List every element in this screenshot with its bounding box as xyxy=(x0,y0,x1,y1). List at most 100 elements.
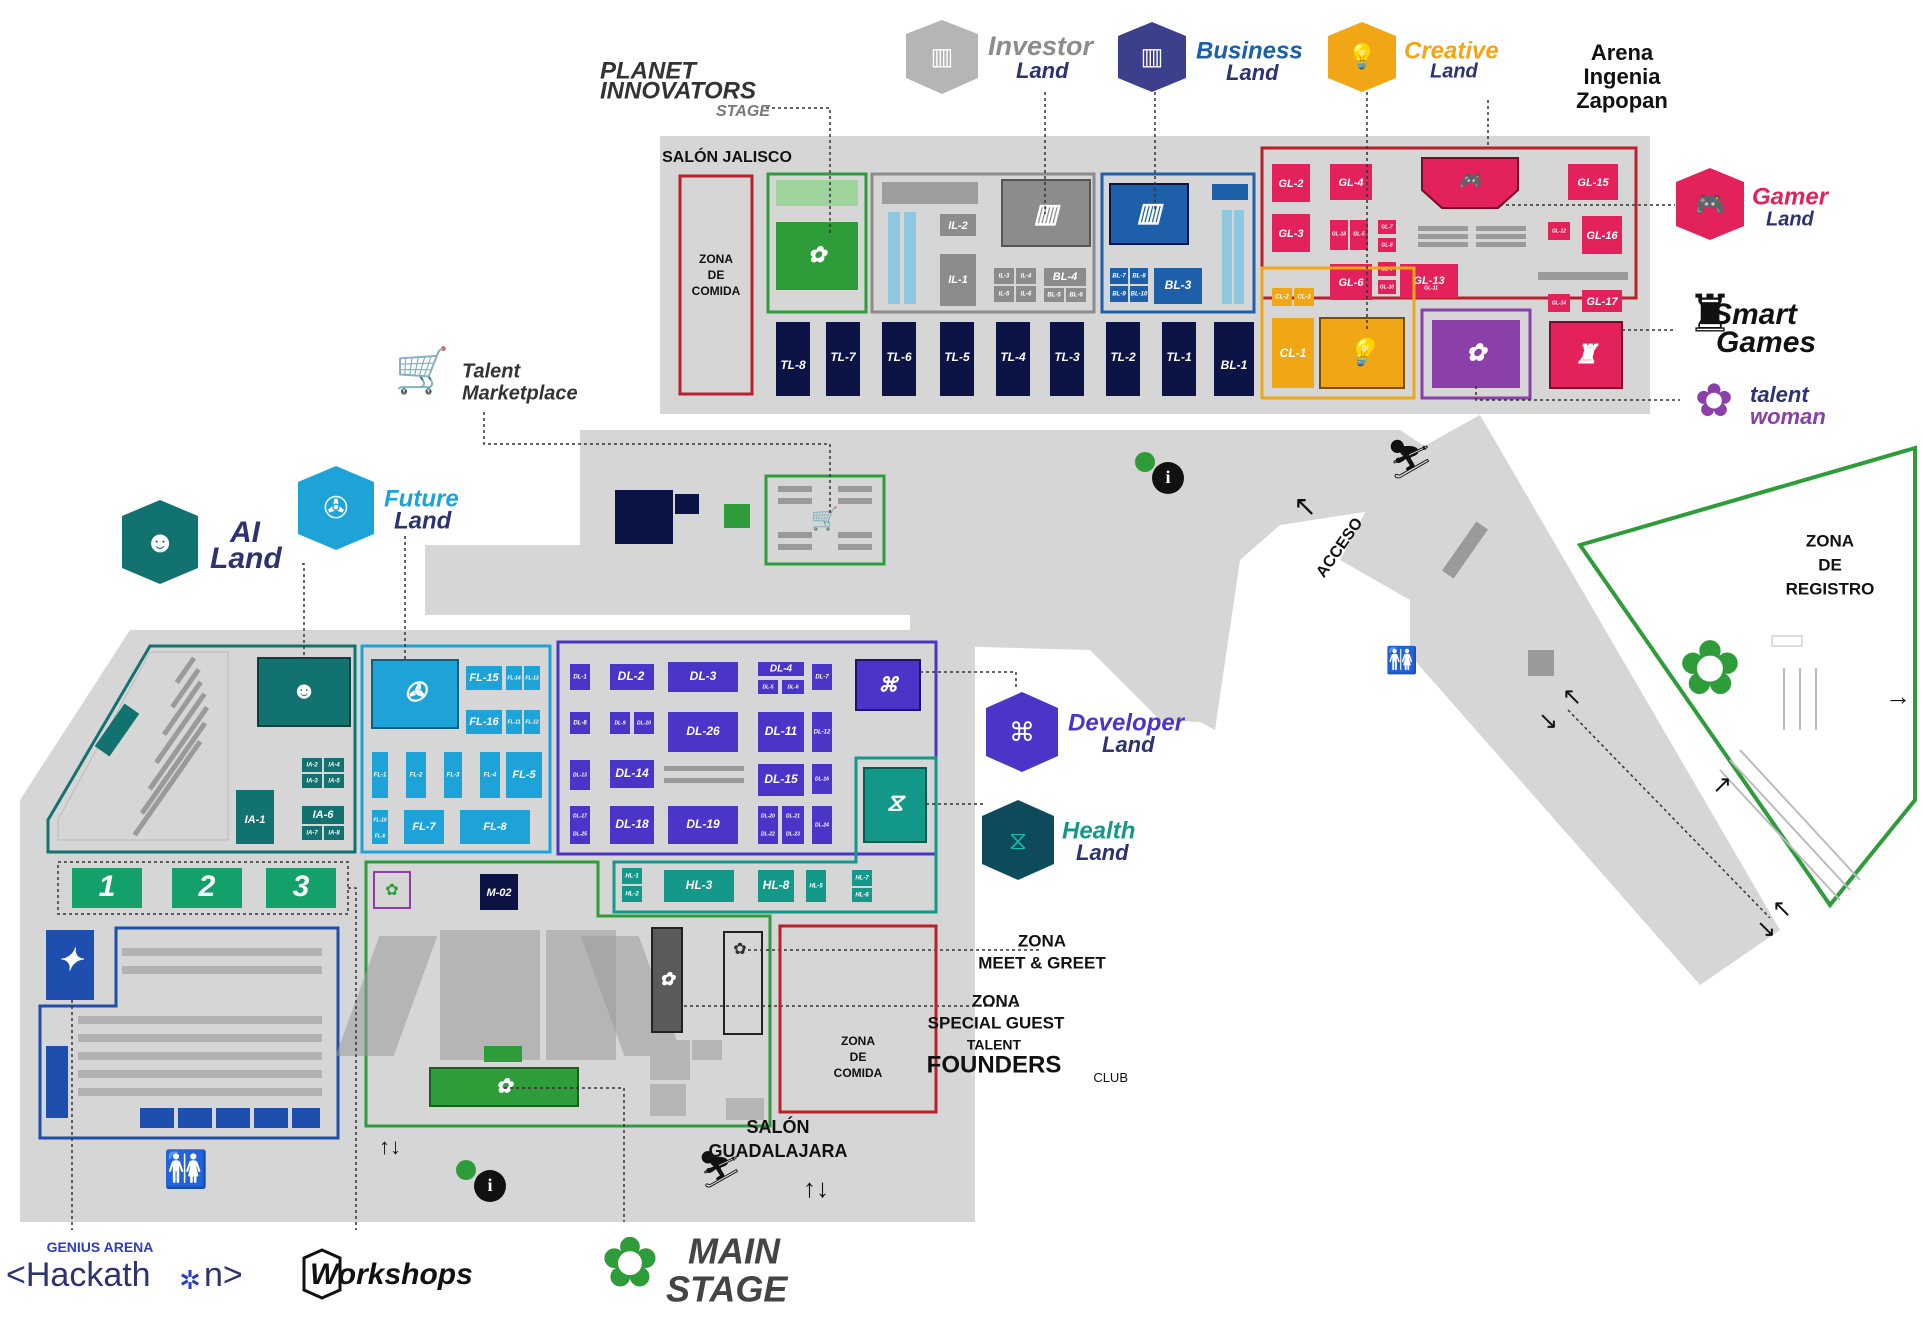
stand-fl-8[interactable]: FL-8 xyxy=(483,821,507,833)
stand-ia-1[interactable]: IA-1 xyxy=(245,814,266,826)
workshops-logo[interactable]: Workshops xyxy=(302,1248,473,1300)
ai-label[interactable]: AI xyxy=(229,516,261,549)
investor-label[interactable]: Investor xyxy=(988,31,1095,61)
stand-tl-6[interactable]: TL-6 xyxy=(886,350,912,364)
future-land-area[interactable] xyxy=(360,644,552,854)
ai-land-area[interactable] xyxy=(46,644,357,854)
stand-fl-15[interactable]: FL-15 xyxy=(469,672,499,684)
stand-tl-4[interactable]: TL-4 xyxy=(1000,350,1026,364)
svg-text:Workshops: Workshops xyxy=(310,1258,473,1291)
stand-gl-15[interactable]: GL-15 xyxy=(1577,177,1609,189)
hackathon-area[interactable] xyxy=(38,926,340,1140)
ai-stand[interactable] xyxy=(257,657,351,727)
workshop-room-1[interactable]: 1 xyxy=(99,870,116,903)
stand-dl-15[interactable]: DL-15 xyxy=(764,772,798,786)
info-icon[interactable] xyxy=(1152,462,1184,494)
stand-dl-19[interactable]: DL-19 xyxy=(686,817,720,831)
stand-gl-17[interactable]: GL-17 xyxy=(1586,296,1618,308)
meet-greet-label[interactable]: ZONA xyxy=(1018,931,1066,950)
svg-text:FL-2: FL-2 xyxy=(410,773,423,779)
talent-marketplace-label[interactable]: Talent xyxy=(462,360,521,382)
arena-stand[interactable] xyxy=(1421,157,1519,209)
stand-ia-6[interactable]: IA-6 xyxy=(313,809,335,821)
stand-il-1[interactable]: IL-1 xyxy=(948,274,968,286)
stand-dl-3[interactable]: DL-3 xyxy=(690,669,717,683)
main-stage-logo[interactable]: ✿ MAIN STAGE xyxy=(601,1223,789,1309)
stand-fl-7[interactable]: FL-7 xyxy=(412,821,436,833)
stand-il-2[interactable]: IL-2 xyxy=(948,220,968,232)
stand-tl-7[interactable]: TL-7 xyxy=(830,350,857,364)
main-stage-seats xyxy=(335,930,683,1060)
creative-stand[interactable] xyxy=(1319,317,1405,389)
developer-stand[interactable] xyxy=(855,659,921,711)
talent-woman-label[interactable]: talent xyxy=(1750,382,1810,407)
planet-stage-platform xyxy=(776,222,858,290)
stand-gl-6[interactable]: GL-6 xyxy=(1338,277,1364,289)
svg-text:GL-5: GL-5 xyxy=(1353,231,1365,237)
stand-bl-3[interactable]: BL-3 xyxy=(1165,278,1192,292)
lightbulb-icon: 💡 xyxy=(1346,337,1378,367)
talent-founders-logo[interactable]: TALENT FOUNDERS CLUB xyxy=(927,1037,1128,1085)
workshops-area[interactable] xyxy=(57,861,349,915)
tl-stands xyxy=(776,322,1254,396)
stand-fl-16[interactable]: FL-16 xyxy=(469,716,499,728)
stand-tl-1[interactable]: TL-1 xyxy=(1166,350,1192,364)
business-label[interactable]: Business xyxy=(1196,37,1303,64)
stand-dl-18[interactable]: DL-18 xyxy=(615,817,649,831)
stand-tl-8[interactable]: TL-8 xyxy=(780,358,806,372)
workshop-room-2[interactable]: 2 xyxy=(198,870,216,903)
special-guest-label[interactable]: ZONA xyxy=(972,991,1020,1010)
stand-fl-5[interactable]: FL-5 xyxy=(512,769,536,781)
business-land-area[interactable] xyxy=(1100,172,1256,314)
stand-dl-4[interactable]: DL-4 xyxy=(770,664,793,675)
future-stand[interactable] xyxy=(371,659,459,729)
meet-greet-zone[interactable] xyxy=(723,931,763,1035)
special-guest-zone[interactable] xyxy=(651,927,683,1033)
stand-hl-8[interactable]: HL-8 xyxy=(763,878,790,892)
stand-cl-1[interactable]: CL-1 xyxy=(1280,346,1307,360)
smart-games-label[interactable]: Smart xyxy=(1712,298,1799,331)
svg-text:GL-14: GL-14 xyxy=(1552,300,1566,306)
stand-tl-2[interactable]: TL-2 xyxy=(1110,350,1136,364)
stand-gl-4[interactable]: GL-4 xyxy=(1338,177,1363,189)
stand-dl-26[interactable]: DL-26 xyxy=(686,724,720,738)
stand-gl-2[interactable]: GL-2 xyxy=(1278,178,1303,190)
creative-land-area[interactable] xyxy=(1260,266,1416,400)
gamer-label[interactable]: Gamer xyxy=(1752,183,1830,210)
stand-tl-3[interactable]: TL-3 xyxy=(1054,350,1080,364)
workshop-room-3[interactable]: 3 xyxy=(293,870,310,903)
health-stand[interactable] xyxy=(863,767,927,843)
investor-land-area[interactable] xyxy=(870,172,1096,314)
smart-games-stand[interactable] xyxy=(1549,321,1623,389)
access-bar xyxy=(1442,521,1488,579)
stand-bl-1[interactable]: BL-1 xyxy=(1221,358,1248,372)
callout-lines xyxy=(71,92,1680,1230)
developer-label[interactable]: Developer xyxy=(1068,709,1186,736)
future-label[interactable]: Future xyxy=(384,485,459,512)
health-label[interactable]: Health xyxy=(1062,817,1135,844)
stand-gl-13[interactable]: GL-13 xyxy=(1413,275,1444,287)
stand-bl-4[interactable]: BL-4 xyxy=(1053,271,1077,283)
planet-innovators-logo[interactable]: PLANET INNOVATORS STAGE xyxy=(600,57,771,120)
stand-gl-16[interactable]: GL-16 xyxy=(1586,230,1618,242)
hackathon-logo[interactable]: GENIUS ARENA <Hackath ✲ n> xyxy=(6,1239,243,1295)
svg-text:BL-6: BL-6 xyxy=(1069,293,1083,299)
main-stage-area[interactable] xyxy=(364,860,772,1128)
stairs-updown-icon-2: ↑↓ xyxy=(803,1173,829,1203)
planet-stage-area[interactable] xyxy=(766,172,868,314)
info-icon-2[interactable] xyxy=(474,1170,506,1202)
stand-m-02[interactable]: M-02 xyxy=(486,887,511,899)
arena-label[interactable]: Arena Ingenia Zapopan xyxy=(1576,40,1668,113)
talent-marketplace-area[interactable] xyxy=(764,474,886,566)
stand-dl-11[interactable]: DL-11 xyxy=(765,724,798,738)
main-stage-platform[interactable] xyxy=(429,1067,579,1107)
svg-text:IL-4: IL-4 xyxy=(1021,274,1032,280)
creative-label[interactable]: Creative xyxy=(1404,37,1499,64)
health-land-area[interactable] xyxy=(612,756,938,914)
stand-hl-3[interactable]: HL-3 xyxy=(686,878,713,892)
stand-dl-14[interactable]: DL-14 xyxy=(615,766,649,780)
stand-tl-5[interactable]: TL-5 xyxy=(944,350,970,364)
stand-dl-2[interactable]: DL-2 xyxy=(618,669,645,683)
developer-land-area[interactable] xyxy=(556,640,938,856)
stand-gl-3[interactable]: GL-3 xyxy=(1278,228,1303,240)
